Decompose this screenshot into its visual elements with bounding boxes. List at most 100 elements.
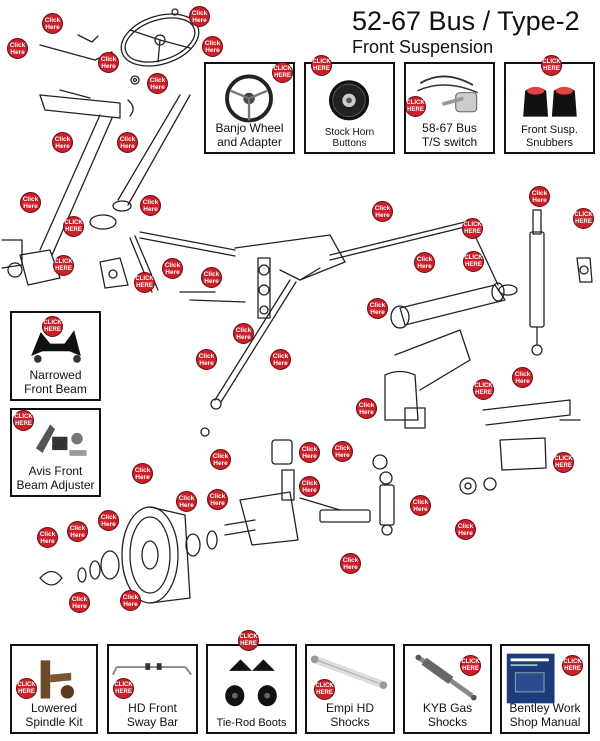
product-label-line1: KYB Gas (422, 701, 473, 716)
product-label-line1: Front Susp. (521, 124, 578, 137)
brake-drum-drawing (39, 506, 218, 604)
kyb-shock-image (415, 654, 477, 701)
spindle-kit-image (40, 660, 75, 699)
product-label-line1: Tie-Rod Boots (216, 716, 287, 729)
snubbers-image (523, 86, 577, 117)
page-title: 52-67 Bus / Type-2 (352, 6, 580, 36)
product-label-line1: Bentley Work (509, 701, 581, 716)
steering-column-drawing (1, 89, 191, 286)
horn-button-image (328, 80, 370, 121)
product-label-line2: Shop Manual (509, 714, 581, 729)
front-beam-drawing (384, 370, 581, 495)
product-label-line2: Shocks (330, 714, 370, 729)
idler-arm-drawing (179, 234, 346, 319)
product-label-line2: Beam Adjuster (16, 477, 95, 492)
product-label-line2: Snubbers (525, 136, 574, 149)
product-label-line1: HD Front (128, 701, 177, 716)
product-label-line1: Narrowed (29, 368, 82, 383)
empi-shock-image (310, 655, 388, 689)
tie-rod-boots-image (225, 659, 277, 707)
product-label-line1: 58-67 Bus (422, 121, 477, 136)
spindle-drawing (224, 439, 395, 546)
product-box-tie-rod-boots[interactable]: Tie-Rod Boots (206, 644, 297, 734)
product-label-line2: T/S switch (421, 134, 478, 149)
page-subtitle: Front Suspension (352, 37, 494, 57)
product-label-line2: Shocks (427, 714, 468, 729)
product-label-line1: Stock Horn (324, 126, 375, 138)
product-label-line1: Banjo Wheel (215, 121, 284, 136)
steering-wheel-drawing (120, 13, 200, 67)
product-label-line2: Buttons (332, 137, 367, 149)
product-label-line2: and Adapter (217, 134, 282, 149)
sway-bar-image (111, 663, 192, 676)
product-label-line1: Avis Front (28, 464, 83, 479)
tie-rod-drawing (200, 221, 466, 437)
product-label-line1: Empi HD (325, 701, 374, 716)
turn-signal-switch-image (417, 75, 478, 113)
avis-adjuster-image (35, 424, 87, 456)
product-label-line2: Front Beam (24, 381, 87, 396)
product-label-line2: Spindle Kit (25, 714, 83, 729)
narrowed-beam-image (31, 330, 81, 363)
